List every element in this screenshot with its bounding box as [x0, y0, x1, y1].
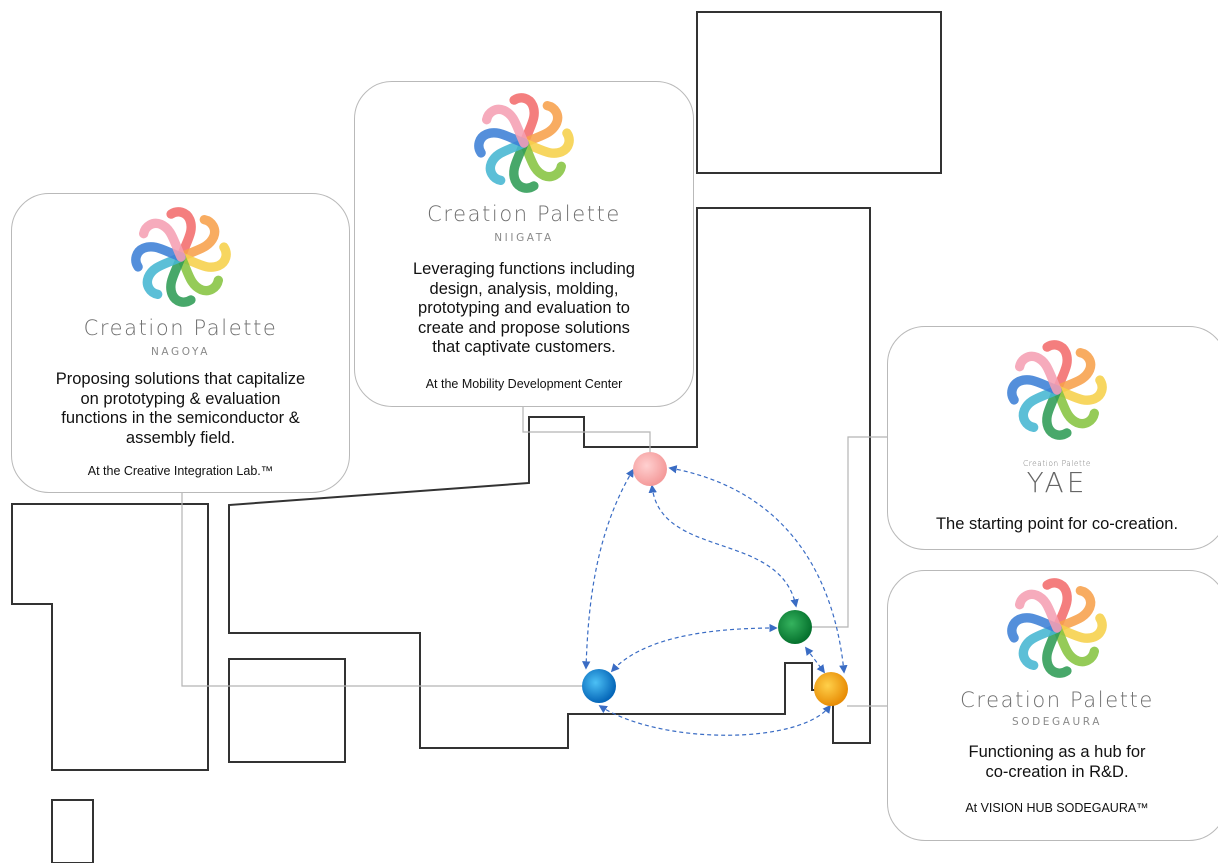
link-nagoya-sodegaura — [598, 704, 832, 736]
nagoya-brand: Creation Palette — [83, 316, 278, 340]
logo-petal — [1052, 613, 1107, 643]
nagoya-sub: NAGOYA — [150, 346, 211, 358]
marker-sodegaura — [814, 672, 848, 706]
marker-nagoya — [582, 669, 616, 703]
logo-petal — [1042, 340, 1072, 395]
logo-petal — [1052, 375, 1107, 405]
logo-petal — [175, 214, 219, 262]
logo-petal — [474, 128, 529, 158]
logo-petal — [1042, 623, 1072, 678]
logo-petal — [1014, 589, 1062, 633]
logo-petal — [481, 104, 529, 148]
nagoya-location: At the Creative Integration Lab.™ — [87, 464, 274, 478]
logo-petal — [1052, 385, 1100, 429]
yae-description: The starting point for co-creation. — [935, 515, 1179, 533]
sodegaura-card: Creation Palette SODEGAURA Functioning a… — [887, 570, 1218, 841]
logo-petal — [519, 128, 574, 158]
nagoya-logo — [130, 207, 231, 307]
sodegaura-sub: SODEGAURA — [1011, 716, 1103, 728]
sodegaura-brand: Creation Palette — [960, 688, 1154, 712]
logo-petal — [1018, 385, 1062, 433]
marker-yae — [778, 610, 812, 644]
yae-brand-big: YAE — [1026, 466, 1088, 499]
niigata-sub: NIIGATA — [494, 232, 554, 244]
logo-petal — [1007, 613, 1062, 643]
logo-petal — [138, 218, 186, 262]
logo-petal — [519, 138, 567, 182]
connector-niigata — [522, 407, 651, 466]
logo-petal — [509, 93, 539, 148]
nagoya-description: Proposing solutions that capitalize on p… — [55, 370, 306, 447]
link-yae-nagoya — [610, 623, 778, 673]
logo-petal — [165, 252, 196, 307]
logo-petal — [1052, 347, 1096, 395]
sodegaura-description: Functioning as a hub for co-creation in … — [968, 743, 1146, 781]
logo-petal — [175, 242, 231, 272]
logo-petal — [175, 252, 223, 296]
marker-niigata — [633, 452, 667, 486]
connector-yae — [812, 436, 887, 628]
sodegaura-logo — [1007, 578, 1107, 678]
niigata-logo — [474, 93, 574, 193]
logo-petal — [165, 207, 196, 262]
yae-brand-small: Creation Palette — [1022, 459, 1092, 468]
logo-petal — [1042, 385, 1072, 440]
niigata-card: Creation Palette NIIGATA Leveraging func… — [354, 81, 694, 407]
niigata-location: At the Mobility Development Center — [425, 377, 623, 391]
map-outline-center-block — [228, 658, 346, 763]
yae-logo — [1007, 340, 1107, 440]
map-outline-island-top-right — [696, 11, 942, 174]
logo-petal — [142, 252, 186, 300]
link-niigata-nagoya — [582, 468, 634, 670]
map-outline-small-block — [51, 799, 94, 863]
nagoya-card: Creation Palette NAGOYA Proposing soluti… — [11, 193, 350, 493]
logo-petal — [1007, 375, 1062, 405]
map-outline-west-land — [11, 503, 209, 771]
logo-petal — [1042, 578, 1072, 633]
connector-nagoya — [181, 473, 599, 687]
sodegaura-location: At VISION HUB SODEGAURA™ — [965, 801, 1149, 815]
niigata-description: Leveraging functions including design, a… — [413, 260, 635, 356]
logo-petal — [1052, 585, 1096, 633]
link-yae-sodegaura — [804, 646, 826, 674]
logo-petal — [519, 100, 563, 148]
logo-petal — [1052, 623, 1100, 667]
logo-petal — [509, 138, 539, 193]
yae-card: Creation Palette YAE The starting point … — [887, 326, 1218, 550]
link-niigata-yae — [648, 484, 799, 608]
logo-petal — [1014, 351, 1062, 395]
logo-petal — [130, 242, 186, 272]
link-niigata-sodegaura — [668, 465, 848, 674]
niigata-brand: Creation Palette — [427, 202, 621, 226]
logo-petal — [1018, 623, 1062, 671]
logo-petal — [485, 138, 529, 186]
